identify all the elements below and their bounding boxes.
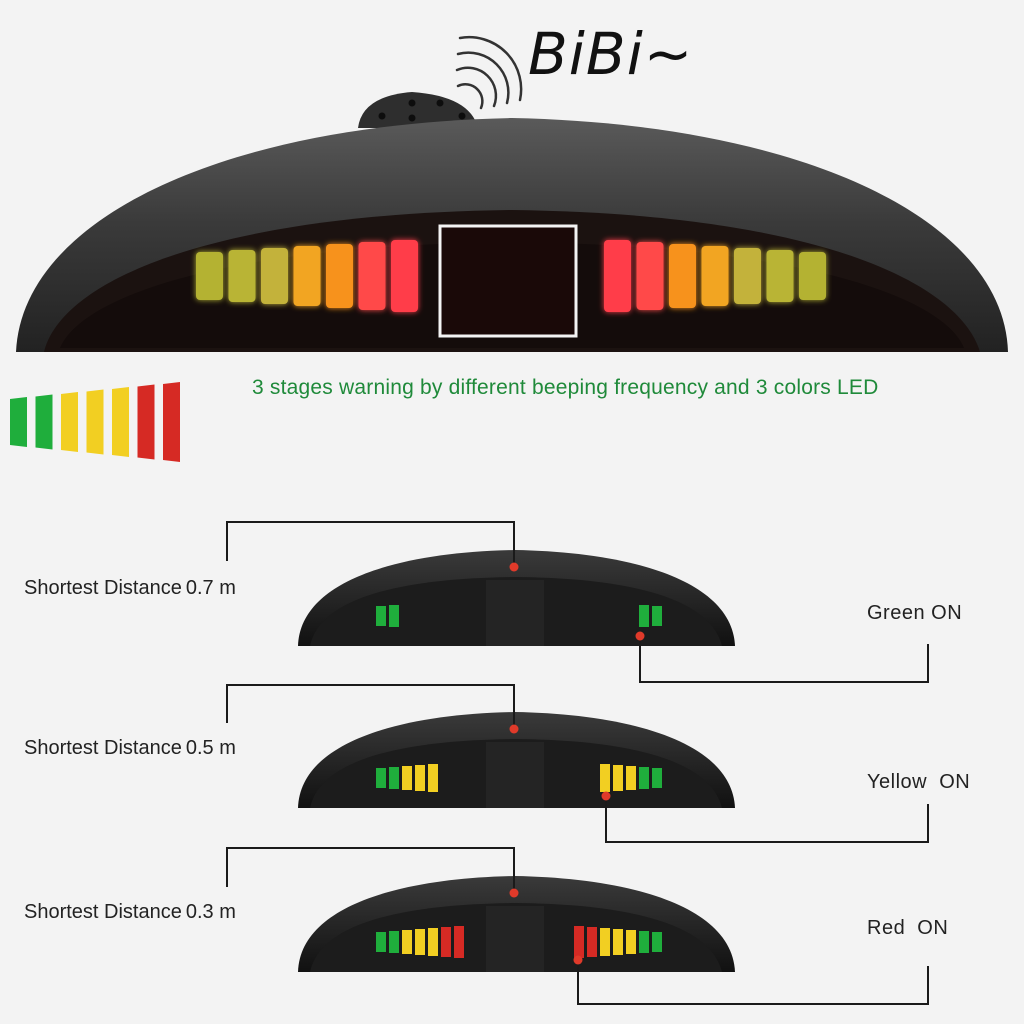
led-segment [441, 927, 451, 957]
sound-wave-icon [455, 36, 523, 110]
led-segment [613, 765, 623, 791]
digit-window [438, 224, 578, 338]
sensor-dot [573, 955, 583, 965]
led-segment [415, 929, 425, 955]
legend-bar [10, 397, 27, 447]
distance-text: Shortest Distance [24, 901, 182, 923]
sensor-dot [635, 631, 645, 641]
distance-leader-line [226, 521, 515, 567]
led-segment [604, 240, 631, 312]
distance-value: 0.5 m [185, 737, 236, 759]
feature-caption: 3 stages warning by different beeping fr… [252, 376, 879, 399]
led-segment [613, 929, 623, 955]
sensor-dot [509, 562, 519, 572]
sensor-dot [509, 724, 519, 734]
led-segment [358, 242, 386, 310]
led-segment [626, 930, 636, 954]
led-segment [701, 246, 729, 306]
led-segment [376, 932, 386, 952]
legend-bar [163, 382, 180, 462]
led-segment [415, 765, 425, 791]
stage-diagram-1 [226, 521, 929, 683]
led-segment [652, 768, 662, 788]
led-segment [639, 605, 649, 627]
led-segment [636, 242, 664, 310]
sensor-dot [509, 888, 519, 898]
mini-digit-window [486, 906, 544, 972]
distance-value: 0.3 m [185, 901, 236, 923]
led-segment [389, 931, 399, 953]
led-segment [391, 240, 418, 312]
stage-diagrams [226, 521, 929, 1005]
state-leader-line [605, 796, 929, 843]
led-segment [196, 252, 223, 300]
led-segment [587, 927, 597, 957]
led-segment [428, 764, 438, 792]
legend-bar [86, 389, 104, 455]
led-segment [639, 931, 649, 953]
led-segment [799, 252, 826, 300]
led-segment [454, 926, 464, 958]
state-leader-line [639, 636, 929, 683]
distance-value: 0.7 m [185, 577, 236, 599]
led-segment [376, 768, 386, 788]
distance-text: Shortest Distance [24, 577, 182, 599]
legend-bar [137, 384, 155, 460]
led-segment [626, 766, 636, 790]
led-segment [766, 250, 794, 302]
led-segment [261, 248, 288, 304]
distance-text: Shortest Distance [24, 737, 182, 759]
main-led-right [604, 240, 826, 312]
led-segment [734, 248, 761, 304]
led-segment [639, 767, 649, 789]
color-legend [10, 382, 180, 462]
led-segment [293, 246, 321, 306]
led-segment [669, 244, 696, 308]
main-display [16, 118, 1008, 352]
main-led-left [196, 240, 418, 312]
stage-diagram-2 [226, 684, 929, 843]
distance-leader-line [226, 847, 515, 893]
led-segment [600, 764, 610, 792]
led-segment [652, 932, 662, 952]
legend-bar [112, 387, 129, 457]
led-segment [389, 605, 399, 627]
distance-leader-line [226, 684, 515, 729]
sensor-dot [601, 791, 611, 801]
stage-3-state-label: Red ON [867, 917, 949, 939]
beep-sound-text: BiBi~ [528, 20, 694, 88]
stage-1-state-label: Green ON [867, 602, 963, 624]
stage-2-state-label: Yellow ON [867, 771, 971, 793]
led-segment [402, 930, 412, 954]
state-leader-line [577, 960, 929, 1005]
led-segment [600, 928, 610, 956]
led-segment [326, 244, 353, 308]
buzzer-speaker [358, 92, 478, 128]
mini-digit-window [486, 742, 544, 808]
stage-diagram-3 [226, 847, 929, 1005]
mini-digit-window [486, 580, 544, 646]
led-segment [376, 606, 386, 626]
led-segment [652, 606, 662, 626]
led-segment [402, 766, 412, 790]
led-segment [228, 250, 256, 302]
led-segment [389, 767, 399, 789]
legend-bar [35, 394, 53, 450]
legend-bar [61, 392, 78, 452]
led-segment [574, 926, 584, 958]
led-segment [428, 928, 438, 956]
